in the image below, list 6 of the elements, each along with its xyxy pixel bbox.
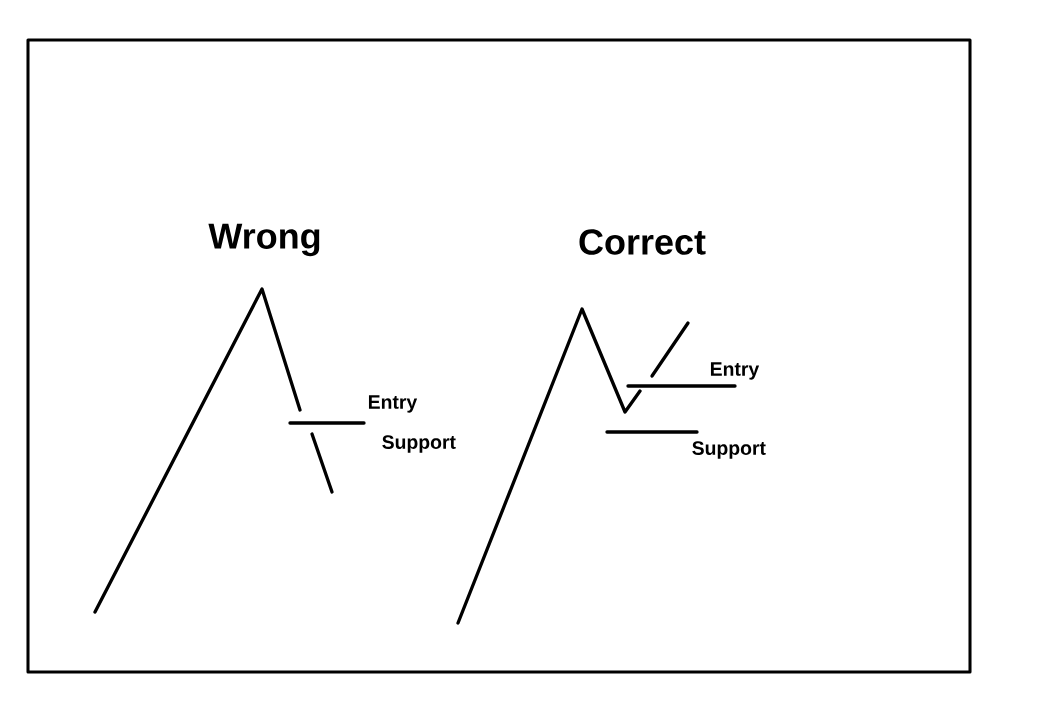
level-label: Entry: [368, 395, 418, 413]
level-label: Support: [692, 441, 766, 459]
panel-heading: Correct: [579, 229, 706, 255]
panel-heading: Wrong: [208, 223, 320, 257]
level-label: Entry: [710, 362, 760, 380]
level-label: Support: [382, 435, 456, 453]
